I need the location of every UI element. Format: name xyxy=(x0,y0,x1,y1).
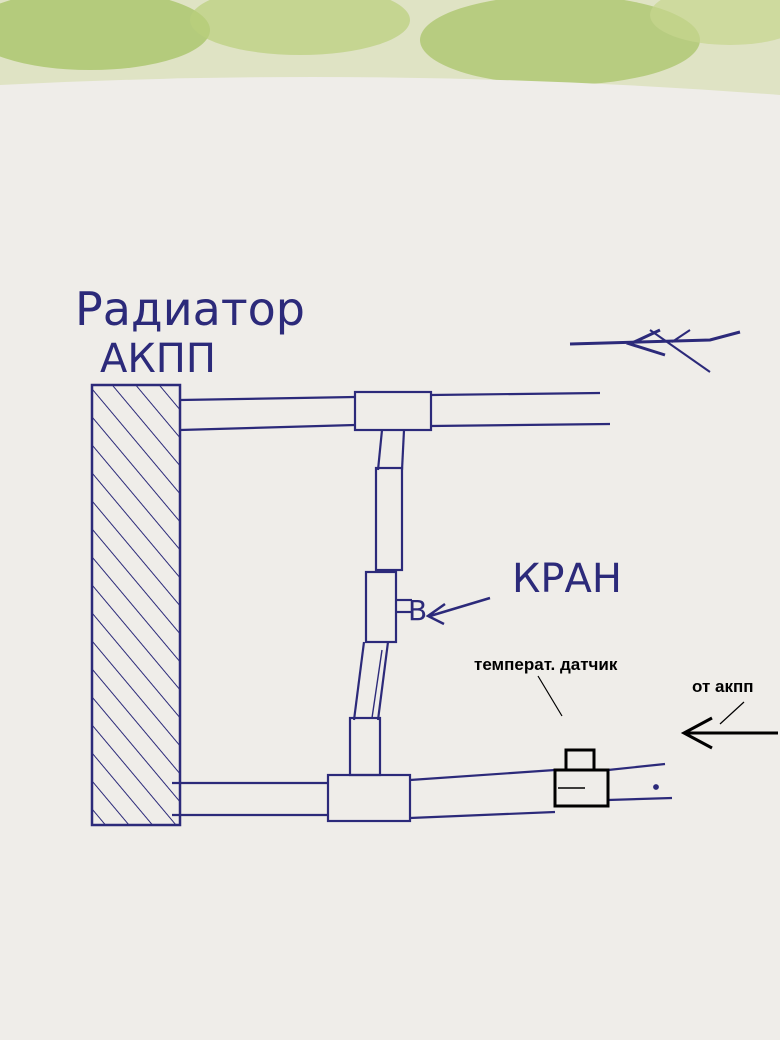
from-transmission-leader xyxy=(719,701,745,725)
temperature-sensor xyxy=(553,748,610,808)
upper-pipe xyxy=(179,390,611,432)
lower-pipe xyxy=(172,716,673,823)
valve-mark: В xyxy=(408,594,427,627)
paper-sheet xyxy=(0,77,780,1040)
temp-sensor-leader xyxy=(537,675,563,717)
radiator-block xyxy=(90,383,182,827)
valve xyxy=(396,598,412,614)
radiator-label-line2: АКПП xyxy=(100,336,216,382)
bypass-pipe xyxy=(352,429,406,721)
valve-pointer-arrow xyxy=(425,596,491,626)
from-transmission-label: от акпп xyxy=(692,677,754,696)
radiator-label-line1: Радиатор xyxy=(75,282,305,336)
from-transmission-arrow xyxy=(680,716,778,750)
valve-label: КРАН xyxy=(512,556,622,602)
temp-sensor-label: температ. датчик xyxy=(474,655,618,674)
blocked-flow-arrow xyxy=(569,328,741,373)
